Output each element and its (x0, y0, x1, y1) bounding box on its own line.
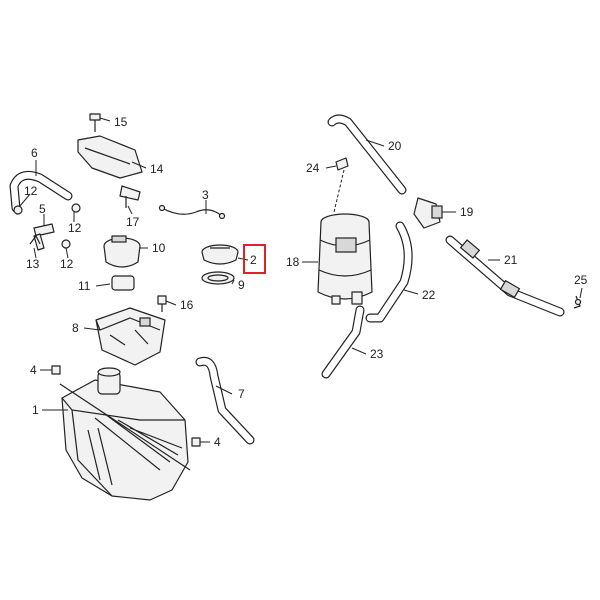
callout-2: 2 (250, 253, 257, 267)
callout-2-highlight-box (243, 244, 266, 274)
part-valve-19 (413, 197, 443, 229)
part-gasket-9 (201, 271, 235, 285)
callout-9: 9 (238, 278, 245, 292)
part-bolt-16 (157, 295, 167, 312)
callout-8: 8 (72, 321, 79, 335)
callout-5: 5 (39, 202, 46, 216)
part-bolt-4a (51, 365, 61, 375)
callout-3: 3 (202, 188, 209, 202)
callout-11: 11 (78, 279, 91, 293)
part-bracket-17 (119, 185, 141, 208)
part-bolt-4b (191, 437, 201, 447)
part-fuel-line-21 (445, 235, 565, 317)
part-tank-bracket (95, 307, 166, 366)
callout-12-b: 12 (68, 221, 82, 235)
part-clip-13 (29, 234, 41, 245)
callout-10: 10 (152, 241, 166, 255)
callout-labels: 15 6 14 12 3 5 12 17 10 13 12 9 11 16 8 … (24, 115, 588, 449)
callout-1: 1 (32, 403, 39, 417)
part-wire-3 (158, 204, 226, 220)
leader-lines (19, 117, 583, 443)
part-hose-7 (195, 356, 255, 445)
callout-12-a: 12 (24, 184, 38, 198)
callout-15: 15 (114, 115, 128, 129)
part-fuel-cap-2 (201, 244, 239, 265)
callout-19: 19 (460, 205, 474, 219)
callout-25: 25 (574, 273, 588, 287)
callout-16: 16 (180, 298, 194, 312)
callout-24: 24 (306, 161, 320, 175)
part-pad-11 (111, 275, 135, 291)
callout-6: 6 (31, 146, 38, 160)
part-fuel-cap-10 (103, 235, 141, 268)
callout-4-a: 4 (30, 363, 37, 377)
callout-22: 22 (422, 288, 436, 302)
part-clip-25 (573, 295, 582, 309)
callout-23: 23 (370, 347, 384, 361)
part-clip-24 (335, 157, 349, 171)
callout-20: 20 (388, 139, 402, 153)
callout-13: 13 (26, 257, 40, 271)
part-hose-20 (327, 114, 407, 195)
part-fuel-pump-18 (317, 213, 373, 305)
callout-12-c: 12 (60, 257, 74, 271)
callout-21: 21 (504, 253, 518, 267)
callout-7: 7 (238, 387, 245, 401)
part-clamps-12 (13, 203, 81, 249)
callout-4-b: 4 (214, 435, 221, 449)
part-hose-22 (365, 221, 413, 323)
part-hose-23 (321, 305, 365, 379)
part-hose-6 (9, 170, 73, 213)
part-cover-bracket (77, 135, 143, 179)
part-fuel-tank (59, 367, 191, 501)
callout-18: 18 (286, 255, 300, 269)
callout-14: 14 (150, 162, 164, 176)
part-bolt-15 (89, 113, 101, 132)
callout-17: 17 (126, 215, 140, 229)
